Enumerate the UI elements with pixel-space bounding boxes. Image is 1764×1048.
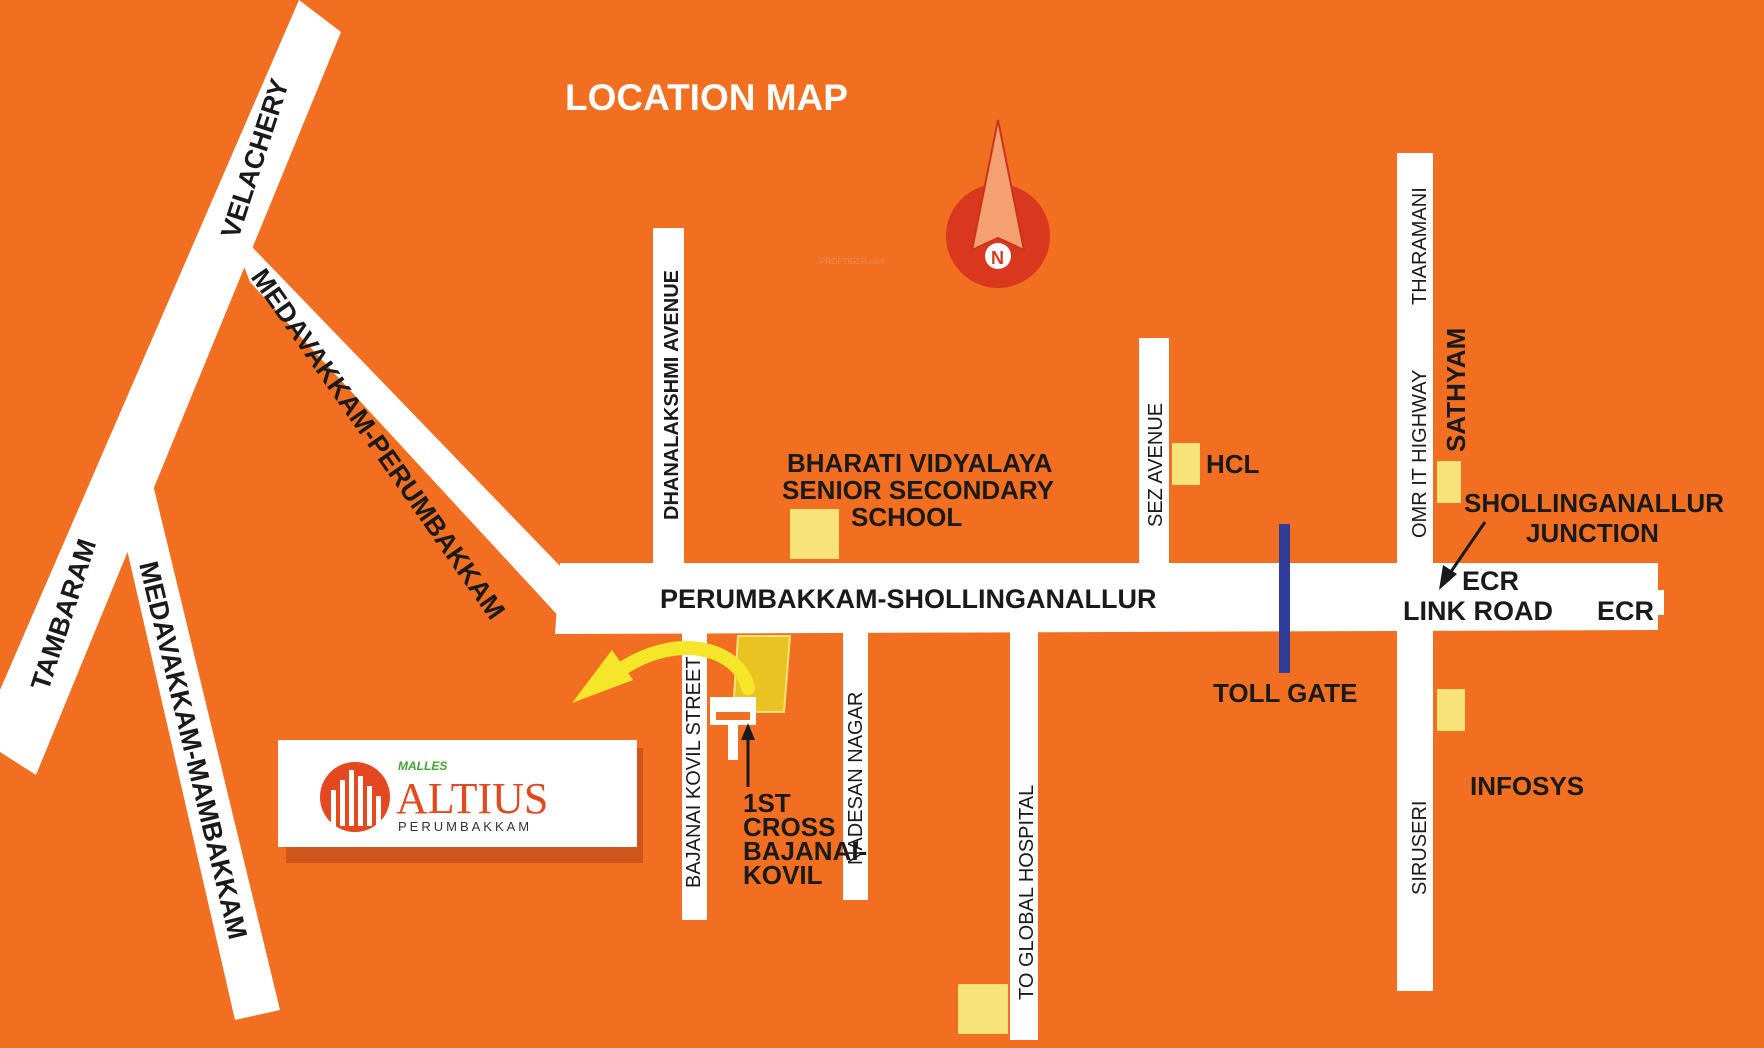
road-dhanalakshmi-avenue	[653, 228, 684, 564]
roads	[0, 0, 1664, 1040]
label-siruseri: SIRUSERI	[1409, 801, 1431, 895]
project-locality: PERUMBAKKAM	[398, 819, 532, 834]
first-cross-gate	[710, 697, 756, 760]
project-brand: MALLES	[398, 759, 447, 773]
label-nadesan-nagar: NADESAN NAGAR	[845, 692, 867, 865]
label-school-line2: SENIOR SECONDARY	[782, 475, 1054, 505]
road-medavakkam-mambakkam	[120, 472, 280, 1020]
hcl-marker	[1172, 443, 1200, 485]
label-first-cross-line2: CROSS	[743, 812, 835, 842]
label-infosys: INFOSYS	[1470, 771, 1584, 801]
road-velachery-tambaram	[0, 0, 341, 775]
junction-arrow-icon	[1439, 521, 1487, 590]
label-tharamani: THARAMANI	[1409, 187, 1431, 305]
road-ecr-end	[1650, 590, 1664, 615]
toll-gate-marker	[1279, 524, 1290, 673]
label-ecr-link-road-line1: ECR	[1462, 566, 1519, 596]
label-dhanalakshmi-avenue: DHANALAKSHMI AVENUE	[661, 270, 683, 520]
label-toll-gate: TOLL GATE	[1213, 678, 1357, 708]
road-medavakkam-perumbakkam	[226, 220, 575, 634]
first-cross-arrow-icon	[741, 723, 755, 787]
label-first-cross-line1: 1ST	[743, 788, 791, 818]
site-direction-arrow-icon	[572, 641, 755, 703]
label-bajanai-kovil-street: BAJANAI KOVIL STREET	[683, 656, 705, 888]
label-sez-avenue: SEZ AVENUE	[1145, 403, 1167, 527]
hospital-marker	[958, 984, 1008, 1034]
watermark: PROPTIGER.com	[820, 257, 885, 266]
label-first-cross-line3: BAJANAI-	[743, 836, 867, 866]
label-school-line3: SCHOOL	[851, 502, 962, 532]
label-ecr-link-road-line2: LINK ROAD	[1403, 596, 1553, 626]
compass-letter: N	[991, 248, 1004, 268]
label-school-line1: BHARATI VIDYALAYA	[787, 448, 1053, 478]
project-name: ALTIUS	[396, 774, 548, 823]
road-perumbakkam-shollinganallur	[555, 563, 1658, 634]
infosys-marker	[1437, 689, 1465, 731]
label-first-cross-line4: KOVIL	[743, 860, 823, 890]
sathyam-marker	[1437, 461, 1461, 503]
road-to-global-hospital	[1010, 632, 1038, 1040]
map-title: LOCATION MAP	[565, 77, 848, 118]
label-junction-line2: JUNCTION	[1526, 518, 1659, 548]
project-logo-card: MALLES ALTIUS PERUMBAKKAM	[278, 740, 643, 863]
school-marker	[790, 509, 839, 559]
label-omr-it-highway: OMR IT HIGHWAY	[1409, 369, 1431, 538]
label-junction-line1: SHOLLINGANALLUR	[1464, 488, 1724, 518]
altius-logo-icon	[320, 762, 390, 832]
road-omr-it-highway	[1397, 153, 1433, 991]
label-sathyam: SATHYAM	[1441, 328, 1471, 452]
road-bajanai-kovil-street	[682, 632, 707, 920]
north-compass-icon: N	[946, 119, 1050, 288]
label-ecr: ECR	[1597, 596, 1654, 626]
label-to-global-hospital: TO GLOBAL HOSPITAL	[1016, 785, 1038, 1000]
label-hcl: HCL	[1206, 449, 1260, 479]
road-nadesan-nagar	[843, 632, 868, 900]
road-sez-avenue	[1139, 338, 1169, 564]
label-perumbakkam-shollinganallur: PERUMBAKKAM-SHOLLINGANALLUR	[660, 584, 1156, 614]
